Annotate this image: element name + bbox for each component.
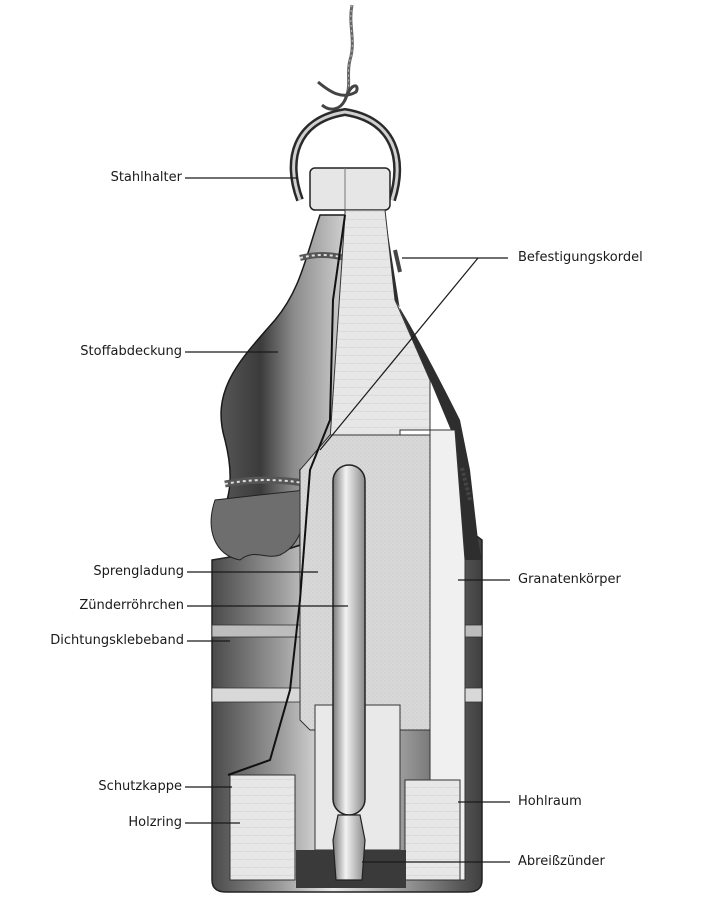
label-befestigungskordel: Befestigungskordel — [518, 250, 643, 265]
label-hohlraum: Hohlraum — [518, 794, 582, 809]
label-holzring: Holzring — [128, 815, 182, 830]
cutaway-interior — [227, 209, 466, 888]
label-schutzkappe: Schutzkappe — [98, 779, 182, 794]
leader-lines — [185, 177, 510, 863]
label-stoffabdeckung: Stoffabdeckung — [80, 344, 182, 359]
label-dichtungsklebeband: Dichtungsklebeband — [50, 633, 184, 648]
label-sprengladung: Sprengladung — [93, 564, 184, 579]
label-abreisszuender: Abreißzünder — [518, 854, 605, 869]
label-granatenkoerper: Granatenkörper — [518, 572, 621, 587]
label-stahlhalter: Stahlhalter — [110, 170, 182, 185]
label-zuenderroehrchen: Zünderröhrchen — [79, 598, 184, 613]
cloth-cover — [210, 214, 472, 561]
hanging-cord — [317, 4, 359, 111]
steel-holder — [289, 107, 402, 211]
